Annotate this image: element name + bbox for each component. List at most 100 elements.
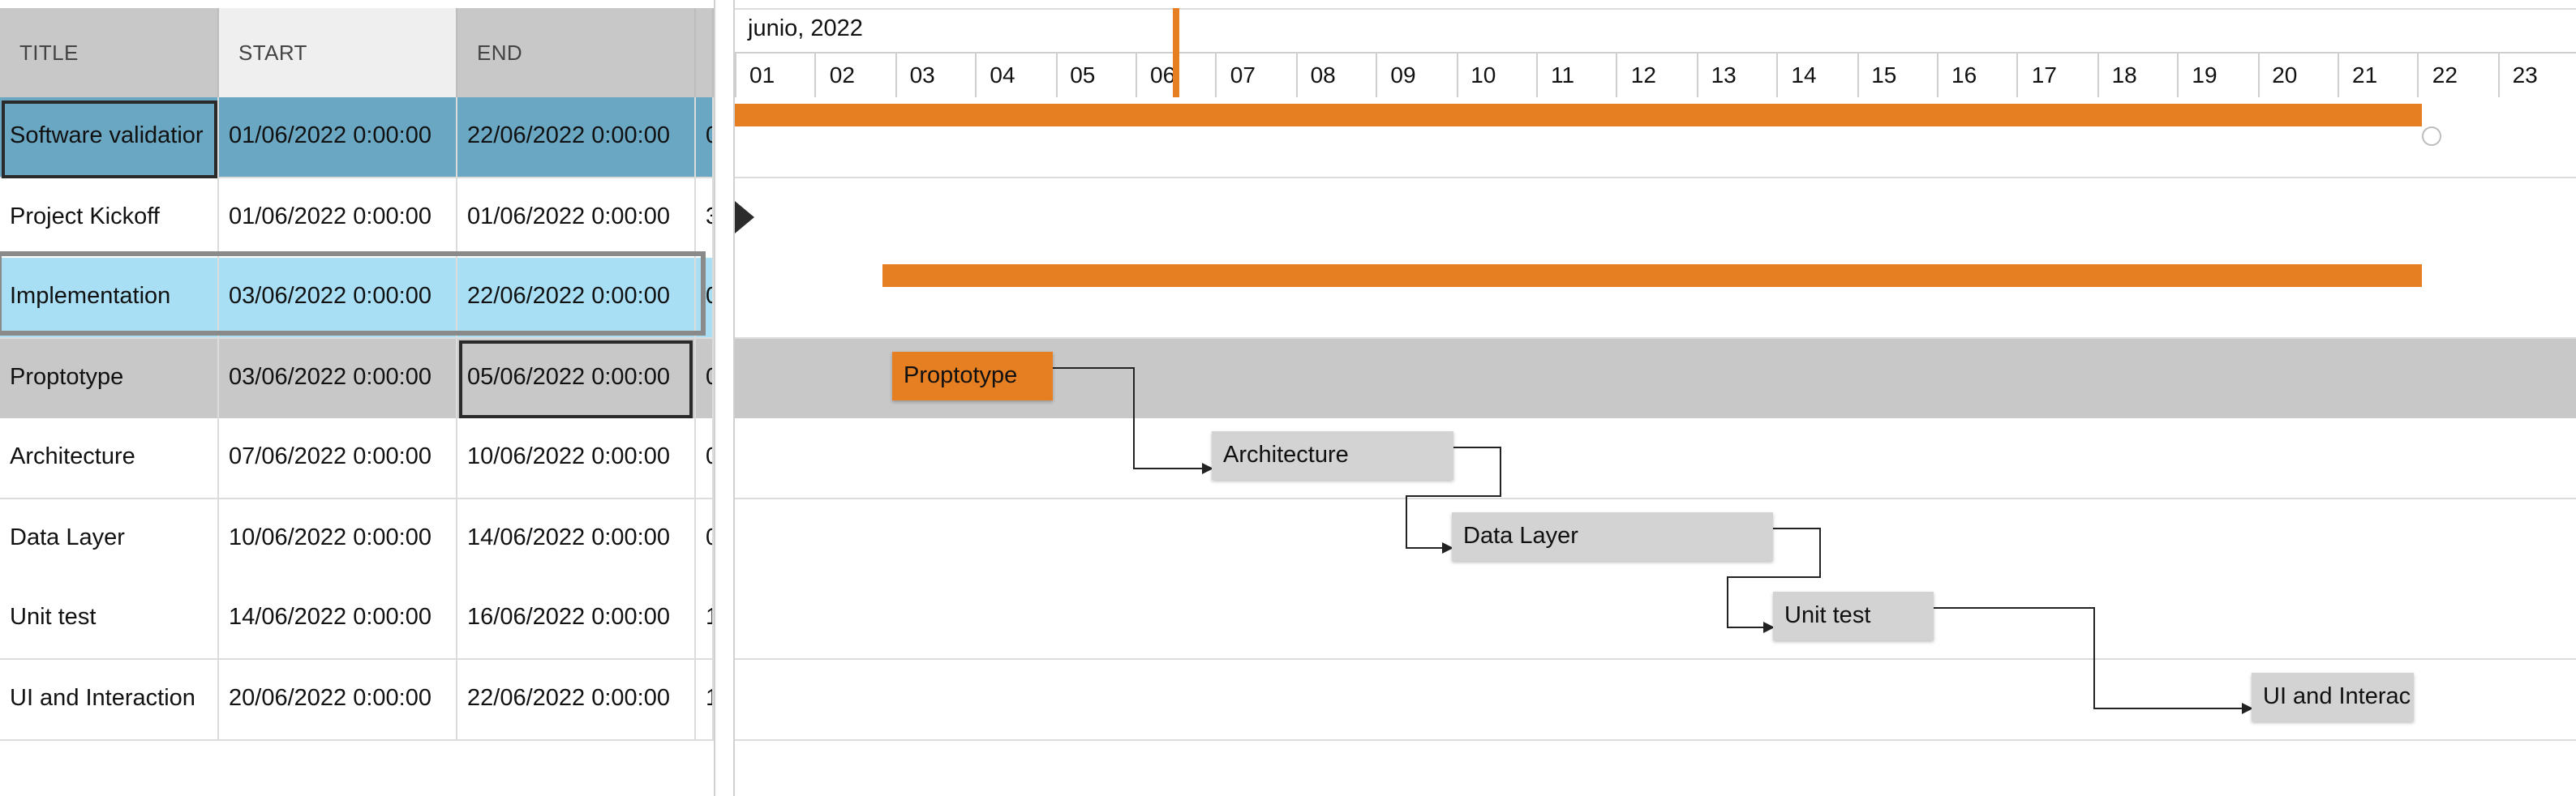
day-label: 10	[1456, 53, 1536, 97]
link-unittest-ui	[1934, 607, 2253, 714]
grid-cell-title[interactable]: Unit test	[0, 579, 219, 658]
cell-text: 0	[696, 284, 712, 310]
cell-text: 3	[696, 203, 712, 229]
grid-cell-extra[interactable]: 0	[696, 97, 714, 177]
grid-row[interactable]: Software validatior 01/06/2022 0:00:00 22/…	[0, 97, 714, 178]
day-label: 20	[2257, 53, 2338, 97]
day-label: 13	[1696, 53, 1777, 97]
dependency-handle[interactable]	[2422, 126, 2441, 146]
cell-text: 22/06/2022 0:00:00	[467, 284, 670, 310]
grid-row[interactable]: Project Kickoff 01/06/2022 0:00:00 01/06/2…	[0, 178, 714, 259]
cell-text: UI and Interaction	[10, 685, 195, 711]
day-label: 02	[814, 53, 895, 97]
cell-text: 0	[696, 524, 712, 550]
grid-cell-title[interactable]: Data Layer	[0, 499, 219, 578]
column-header-title[interactable]: TITLE	[0, 8, 219, 97]
task-bar-unit-test[interactable]: Unit test	[1773, 592, 1934, 640]
day-label: 17	[2016, 53, 2097, 97]
grid-cell-title[interactable]: UI and Interaction	[0, 659, 219, 738]
grid-cell-start[interactable]: 01/06/2022 0:00:00	[219, 178, 457, 257]
grid-cell-end[interactable]: 22/06/2022 0:00:00	[457, 258, 696, 337]
day-label: 12	[1616, 53, 1697, 97]
grid-cell-start[interactable]: 07/06/2022 0:00:00	[219, 418, 457, 498]
cell-text: 22/06/2022 0:00:00	[467, 123, 670, 149]
grid-row[interactable]: Data Layer 10/06/2022 0:00:00 14/06/2022 0…	[0, 499, 714, 580]
day-label: 15	[1857, 53, 1937, 97]
grid-cell-end[interactable]: 22/06/2022 0:00:00	[457, 97, 696, 177]
grid-cell-title[interactable]: Proptotype	[0, 338, 219, 417]
grid-cell-end[interactable]: 10/06/2022 0:00:00	[457, 418, 696, 498]
day-label: 04	[975, 53, 1055, 97]
grid-cell-end[interactable]: 14/06/2022 0:00:00	[457, 499, 696, 578]
grid-row[interactable]: Implementation 03/06/2022 0:00:00 22/06/20…	[0, 258, 714, 339]
grid-cell-start[interactable]: 14/06/2022 0:00:00	[219, 579, 457, 658]
today-marker[interactable]	[1173, 8, 1179, 97]
day-label: 16	[1937, 53, 2017, 97]
cell-text: Architecture	[10, 444, 135, 470]
grid-cell-end[interactable]: 05/06/2022 0:00:00	[457, 338, 696, 417]
grid-row[interactable]: Architecture 07/06/2022 0:00:00 10/06/2022…	[0, 418, 714, 499]
grid-cell-end[interactable]: 22/06/2022 0:00:00	[457, 659, 696, 738]
grid-cell-start[interactable]: 10/06/2022 0:00:00	[219, 499, 457, 578]
day-label: 09	[1376, 53, 1456, 97]
grid-cell-start[interactable]: 01/06/2022 0:00:00	[219, 97, 457, 177]
cell-text: Implementation	[10, 284, 171, 310]
task-bar-ui-and-interaction[interactable]: UI and Interac	[2252, 673, 2414, 721]
cell-text: Software validatior	[10, 123, 204, 149]
grid-splitter[interactable]	[714, 0, 735, 796]
cell-text: 01/06/2022 0:00:00	[229, 123, 431, 149]
chart-row	[735, 579, 2576, 660]
cell-text: 14/06/2022 0:00:00	[467, 524, 670, 550]
cell-text: 16/06/2022 0:00:00	[467, 605, 670, 631]
day-label: 03	[895, 53, 976, 97]
grid-cell-extra[interactable]: 0	[696, 499, 714, 578]
cell-text: 10/06/2022 0:00:00	[229, 524, 431, 550]
day-label: 21	[2338, 53, 2418, 97]
cell-text: Data Layer	[10, 524, 125, 550]
cell-text: 0	[696, 364, 712, 390]
cell-text: 22/06/2022 0:00:00	[467, 685, 670, 711]
grid-cell-start[interactable]: 03/06/2022 0:00:00	[219, 258, 457, 337]
cell-text: 10/06/2022 0:00:00	[467, 444, 670, 470]
grid-cell-extra[interactable]: 1	[696, 579, 714, 658]
day-label: 05	[1055, 53, 1136, 97]
cell-text: 03/06/2022 0:00:00	[229, 364, 431, 390]
link-datalayer-unittest	[1727, 528, 1821, 633]
column-header-extra[interactable]	[696, 8, 714, 97]
cell-text: 01/06/2022 0:00:00	[229, 203, 431, 229]
day-label: 07	[1215, 53, 1296, 97]
grid-row[interactable]: UI and Interaction 20/06/2022 0:00:00 22/0…	[0, 659, 714, 740]
grid-cell-end[interactable]: 01/06/2022 0:00:00	[457, 178, 696, 257]
task-grid: TITLE START END Software validatior 01/06…	[0, 0, 714, 796]
cell-text: 0	[696, 444, 712, 470]
grid-cell-extra[interactable]: 1	[696, 659, 714, 738]
grid-cell-extra[interactable]: 0	[696, 338, 714, 417]
day-label: 18	[2097, 53, 2178, 97]
milestone-project-kickoff[interactable]	[735, 201, 754, 233]
grid-cell-start[interactable]: 20/06/2022 0:00:00	[219, 659, 457, 738]
task-bar-proptotype[interactable]: Proptotype	[892, 352, 1053, 400]
column-header-start[interactable]: START	[219, 8, 457, 97]
grid-cell-extra[interactable]: 3	[696, 178, 714, 257]
task-bar-architecture[interactable]: Architecture	[1212, 431, 1453, 480]
grid-row[interactable]: Proptotype 03/06/2022 0:00:00 05/06/2022 0…	[0, 338, 714, 419]
day-label: 14	[1776, 53, 1857, 97]
grid-cell-extra[interactable]: 0	[696, 258, 714, 337]
grid-cell-extra[interactable]: 0	[696, 418, 714, 498]
grid-cell-end[interactable]: 16/06/2022 0:00:00	[457, 579, 696, 658]
task-bar-data-layer[interactable]: Data Layer	[1452, 512, 1773, 561]
column-header-end[interactable]: END	[457, 8, 696, 97]
chart-row	[735, 178, 2576, 259]
summary-bar-software-validation[interactable]	[735, 104, 2425, 126]
grid-cell-title[interactable]: Project Kickoff	[0, 178, 219, 257]
day-label: 22	[2417, 53, 2498, 97]
summary-bar-implementation[interactable]	[882, 264, 2424, 287]
grid-cell-title[interactable]: Architecture	[0, 418, 219, 498]
cell-text: 01/06/2022 0:00:00	[467, 203, 670, 229]
grid-cell-title[interactable]: Software validatior	[0, 97, 219, 177]
cell-text: 0	[696, 123, 712, 149]
grid-cell-start[interactable]: 03/06/2022 0:00:00	[219, 338, 457, 417]
grid-cell-title[interactable]: Implementation	[0, 258, 219, 337]
day-label: 01	[735, 53, 815, 97]
